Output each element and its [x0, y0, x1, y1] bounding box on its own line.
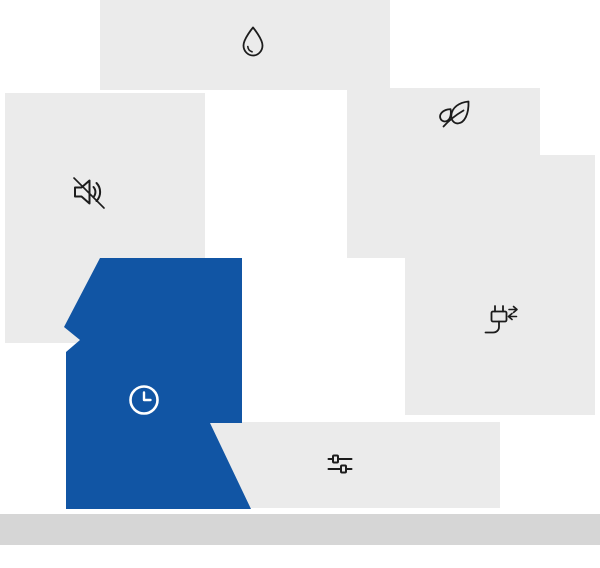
- bottom-bar: [0, 514, 600, 545]
- water-tile: [100, 0, 390, 90]
- eco-leaves-icon: [435, 93, 475, 133]
- connect-tile: [405, 155, 595, 415]
- water-drop-icon: [235, 24, 271, 60]
- custom-tile: [210, 422, 500, 508]
- sliders-icon: [322, 446, 358, 482]
- plug-swap-icon: [478, 300, 522, 344]
- clock-icon: [126, 382, 162, 418]
- speaker-muted-icon: [66, 170, 110, 214]
